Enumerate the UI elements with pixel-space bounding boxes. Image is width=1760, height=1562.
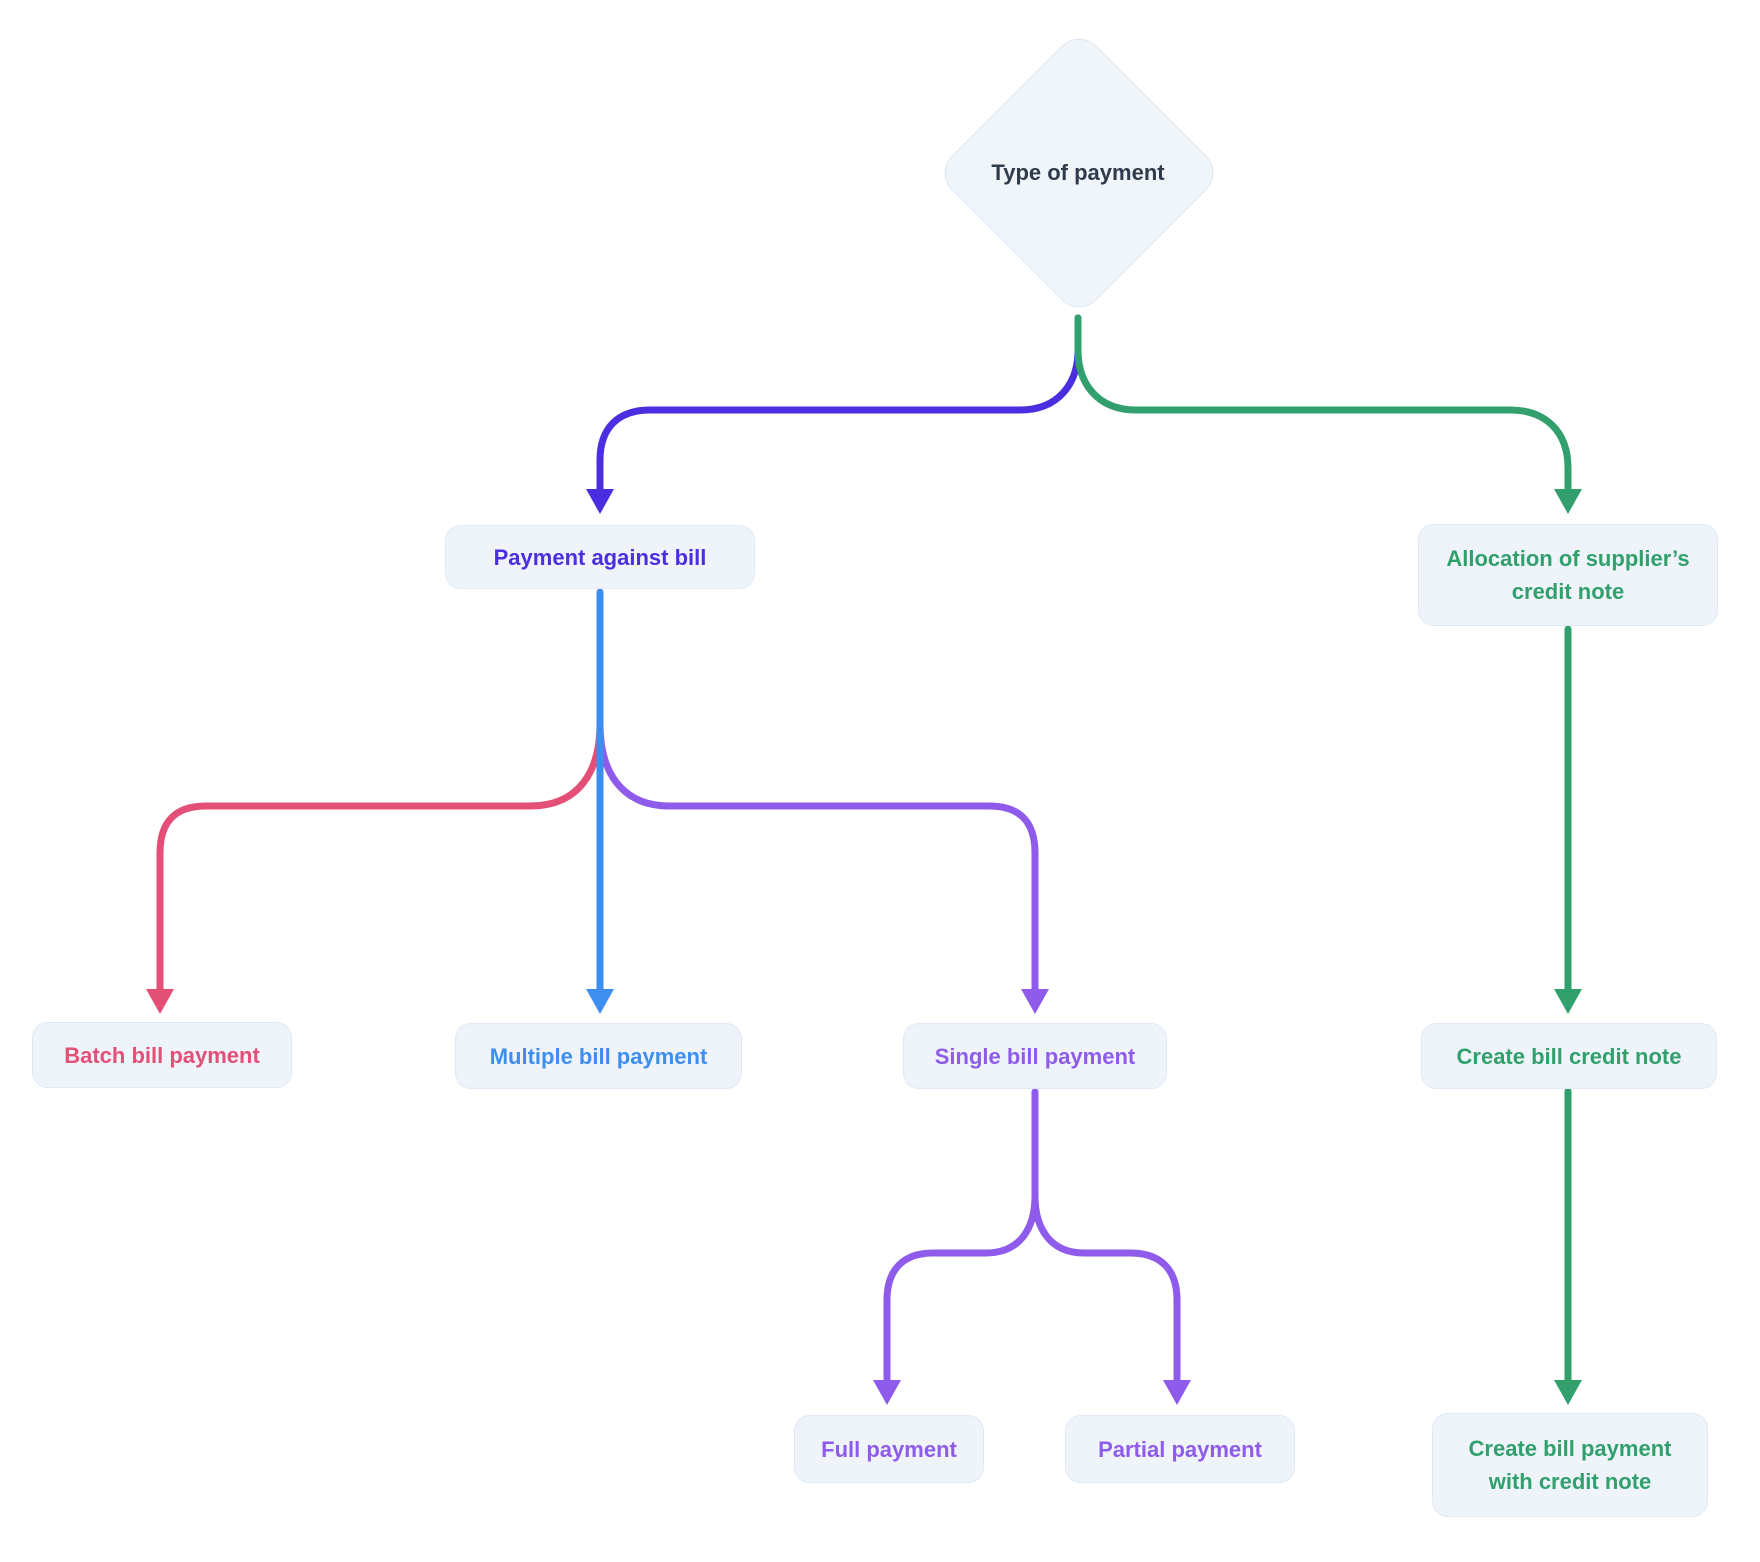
edge-payment-against-bill-to-multiple-bill-payment [586, 588, 614, 1014]
decision-node-type-of-payment: Type of payment [938, 156, 1218, 190]
edge-create-bill-credit-note-to-create-bill-payment-with-credit-note [1554, 1087, 1582, 1405]
node-create-bill-payment-with-credit-note: Create bill payment with credit note [1432, 1413, 1708, 1517]
arrowhead-down-icon [1554, 1380, 1582, 1405]
edge-payment-against-bill-to-single-bill-payment [596, 696, 1049, 1014]
arrowhead-down-icon [1163, 1380, 1191, 1405]
node-label-line2: with credit note [1488, 1469, 1652, 1494]
node-label: Full payment [821, 1436, 957, 1462]
arrowhead-down-icon [1021, 989, 1049, 1014]
node-label: Batch bill payment [64, 1042, 260, 1068]
node-label-line1: Allocation of supplier’s [1446, 546, 1690, 571]
arrowhead-down-icon [1554, 489, 1582, 514]
node-label: Payment against bill [493, 544, 707, 570]
edge-allocation-credit-note-to-create-bill-credit-note [1554, 625, 1582, 1014]
node-full-payment: Full payment [794, 1415, 984, 1483]
node-batch-bill-payment: Batch bill payment [32, 1022, 292, 1088]
node-create-bill-credit-note: Create bill credit note [1421, 1023, 1717, 1089]
node-allocation-of-suppliers-credit-note: Allocation of supplier’s credit note [1418, 524, 1718, 626]
edge-type-of-payment-to-allocation-credit-note [1074, 314, 1582, 514]
node-multiple-bill-payment: Multiple bill payment [455, 1023, 742, 1089]
node-label: Multiple bill payment [489, 1043, 708, 1069]
node-partial-payment: Partial payment [1065, 1415, 1295, 1483]
edge-single-bill-payment-to-full-payment [873, 1088, 1039, 1405]
arrowhead-down-icon [586, 989, 614, 1014]
edge-type-of-payment-to-payment-against-bill [586, 314, 1082, 514]
node-single-bill-payment: Single bill payment [903, 1023, 1167, 1089]
edge-payment-against-bill-to-batch-bill-payment [146, 696, 604, 1014]
arrowhead-down-icon [146, 989, 174, 1014]
node-payment-against-bill: Payment against bill [445, 525, 755, 589]
arrowhead-down-icon [586, 489, 614, 514]
decision-label: Type of payment [991, 160, 1165, 185]
edge-single-bill-payment-to-partial-payment [1031, 1088, 1191, 1405]
node-label: Partial payment [1098, 1436, 1262, 1462]
arrowhead-down-icon [1554, 989, 1582, 1014]
node-label: Create bill credit note [1456, 1043, 1682, 1069]
node-label: Single bill payment [934, 1043, 1136, 1069]
node-label-line2: credit note [1511, 579, 1625, 604]
arrowhead-down-icon [873, 1380, 901, 1405]
node-label-line1: Create bill payment [1468, 1436, 1672, 1461]
